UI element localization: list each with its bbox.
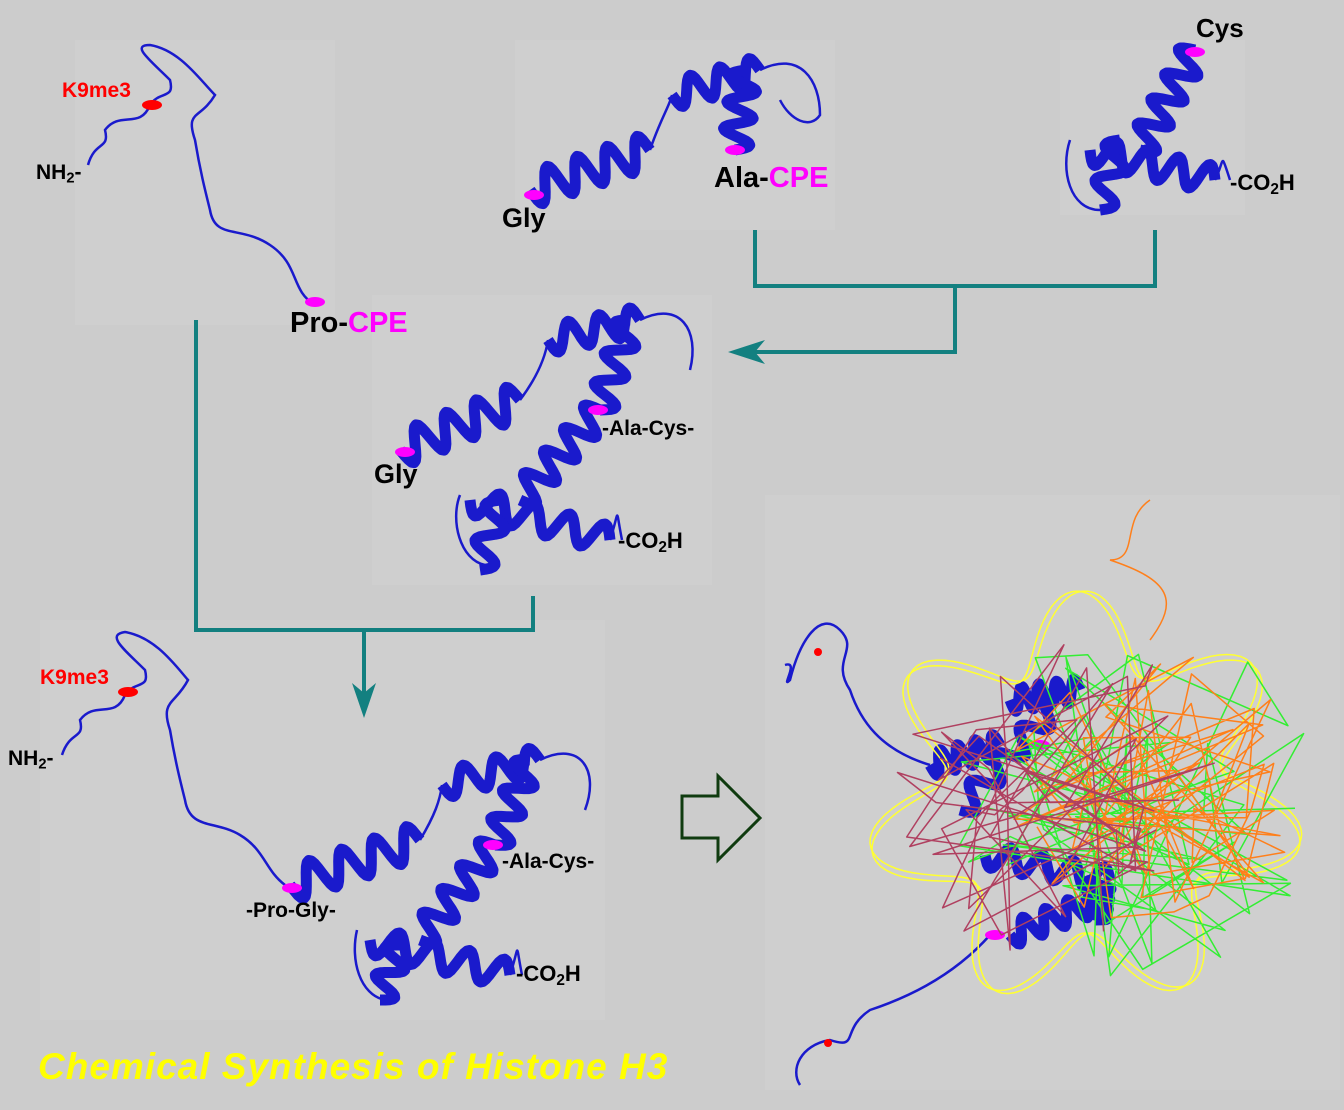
ligation-arrow-1: [745, 230, 1157, 354]
ala-cpe-label: Ala-CPE: [714, 162, 829, 194]
k9me3-label: K9me3: [62, 79, 131, 102]
gly-label: Gly: [374, 459, 418, 489]
histone-tail-trace: [1109, 499, 1168, 641]
cterm-label: -CO2H: [618, 528, 683, 556]
ligation-site-marker: [142, 100, 162, 110]
arrow-head-icon: [352, 683, 376, 718]
coil: [86, 43, 316, 307]
ligation-site-marker: [725, 145, 745, 155]
ligation-site-marker: [588, 405, 608, 415]
coil: [795, 934, 991, 1086]
ala-cys-label: -Ala-Cys-: [502, 850, 595, 873]
coil: [1065, 139, 1101, 212]
coil: [608, 514, 624, 541]
helix: [1089, 134, 1131, 216]
ligation-arrow-2: [194, 320, 535, 700]
dna-trace: [871, 590, 1303, 995]
coil: [353, 929, 386, 1002]
k9me3-marker: [824, 1039, 832, 1047]
coil: [759, 62, 822, 124]
coil: [508, 949, 524, 976]
open-arrow-icon: [680, 772, 763, 864]
helix: [416, 835, 499, 950]
ligation-site-marker: [524, 190, 544, 200]
cys-label: Cys: [1196, 13, 1244, 43]
coil: [639, 312, 694, 371]
helix: [364, 927, 516, 988]
histone-h2b-trace: [896, 644, 1215, 951]
gly-label: Gly: [502, 203, 546, 233]
helix: [718, 64, 762, 156]
coil: [539, 752, 592, 811]
arrow-head-icon: [728, 340, 765, 364]
coil: [60, 630, 286, 886]
dna-trace: [869, 590, 1301, 992]
helix: [588, 314, 642, 416]
helix: [525, 130, 655, 210]
ligation-site-marker: [395, 447, 415, 457]
ligation-site-marker: [118, 687, 138, 697]
ligation-site-marker: [282, 883, 302, 893]
helix: [517, 399, 603, 511]
helix: [1131, 42, 1204, 158]
ligation-site-marker: [305, 297, 325, 307]
panel-bg: [75, 40, 335, 325]
helix: [285, 821, 425, 904]
k9me3-label: K9me3: [40, 666, 109, 689]
nterm-label: NH2-: [8, 747, 54, 773]
helix: [395, 381, 525, 469]
coil: [455, 494, 486, 567]
coil: [1213, 159, 1232, 181]
coil: [784, 622, 931, 767]
figure-title: Chemical Synthesis of Histone H3: [38, 1046, 669, 1087]
ligation-site-marker: [1185, 47, 1205, 57]
k9me3-marker: [814, 648, 822, 656]
nucleosome-structure: [814, 499, 1305, 1047]
cterm-label: -CO2H: [516, 961, 581, 989]
cterm-label: -CO2H: [1230, 170, 1295, 198]
helix: [469, 494, 511, 576]
helix: [485, 754, 540, 851]
ligation-site-marker: [483, 840, 503, 850]
panel-bg: [515, 40, 835, 230]
pro-cpe-label: Pro-CPE: [290, 307, 408, 339]
ala-cys-label: -Ala-Cys-: [602, 417, 695, 440]
nterm-label: NH2-: [36, 161, 82, 187]
pro-gly-label: -Pro-Gly-: [246, 899, 336, 922]
helix: [369, 939, 411, 1006]
